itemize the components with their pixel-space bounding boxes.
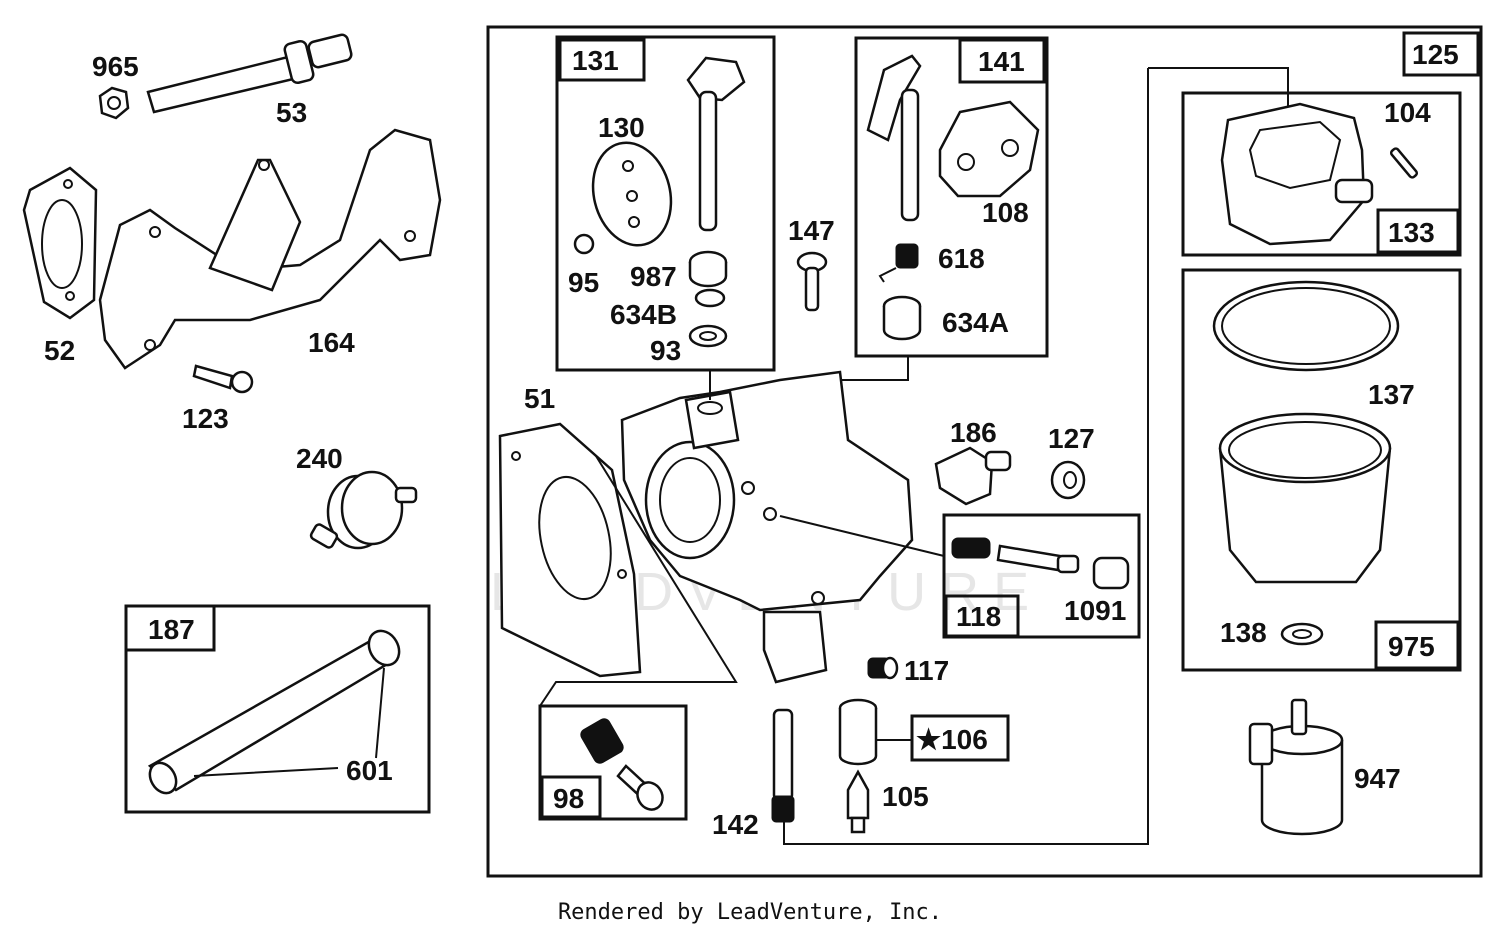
box-131-tag [558, 38, 646, 82]
box-label-133: 133 [1388, 217, 1435, 248]
label-105: 105 [882, 781, 929, 812]
lead-141 [840, 356, 909, 381]
part-147-screw[interactable] [796, 251, 828, 312]
label-634A: 634A [942, 307, 1009, 338]
label-618: 618 [938, 243, 985, 274]
part-240-fuel-filter[interactable] [309, 470, 418, 550]
part-52-gasket[interactable] [22, 166, 98, 320]
part-634A-seal[interactable] [882, 295, 922, 341]
box-label-131: 131 [572, 45, 619, 76]
part-130-throttle-plate[interactable] [583, 134, 682, 253]
label-1091: 1091 [1064, 595, 1126, 626]
box-141-tag [958, 38, 1046, 84]
label-138: 138 [1220, 617, 1267, 648]
label-142: 142 [712, 809, 759, 840]
part-108-choke-plate[interactable] [938, 100, 1040, 198]
label-108: 108 [982, 197, 1029, 228]
label-601: 601 [346, 755, 393, 786]
part-95-screw[interactable] [573, 233, 595, 255]
lead-bracket-side [783, 68, 1149, 845]
part-123-screw[interactable] [192, 364, 254, 394]
part-choke-shaft[interactable] [866, 54, 922, 222]
box-label-187: 187 [148, 614, 195, 645]
box-133-frame [1181, 91, 1462, 257]
part-965-nut[interactable] [98, 86, 130, 120]
part-137-gasket-ring[interactable] [1212, 280, 1400, 372]
box-125-frame [486, 25, 1483, 878]
part-133-float[interactable] [1220, 102, 1374, 246]
part-138-washer[interactable] [1280, 622, 1324, 646]
box-131-frame [555, 35, 776, 372]
box-975-frame [1181, 268, 1462, 672]
part-throttle-shaft[interactable] [686, 56, 746, 232]
part-947-solenoid[interactable] [1248, 698, 1344, 836]
label-240: 240 [296, 443, 343, 474]
label-186: 186 [950, 417, 997, 448]
part-975-float-bowl[interactable] [1218, 412, 1392, 584]
label-965: 965 [92, 51, 139, 82]
part-93-seal[interactable] [688, 324, 728, 348]
box-133-tag [1376, 208, 1460, 254]
label-987: 987 [630, 261, 677, 292]
label-130: 130 [598, 112, 645, 143]
label-137: 137 [1368, 379, 1415, 410]
label-52: 52 [44, 335, 75, 366]
label-164: 164 [308, 327, 355, 358]
box-label-141: 141 [978, 46, 1025, 77]
part-carburetor-body[interactable] [620, 370, 914, 684]
box-187-tag [124, 604, 216, 652]
part-98-spring-screw[interactable] [579, 717, 668, 815]
box-106-frame [910, 714, 1010, 762]
part-127-washer[interactable] [1050, 460, 1086, 500]
lead-118 [779, 515, 945, 557]
part-118-idle-screw[interactable] [951, 537, 1080, 574]
label-53: 53 [276, 97, 307, 128]
label-117: 117 [904, 655, 949, 686]
label-947: 947 [1354, 763, 1401, 794]
box-label-125: 125 [1412, 39, 1459, 70]
part-186-elbow[interactable] [934, 446, 1012, 506]
lead-bracket-98 [539, 455, 738, 707]
part-634B-washer[interactable] [694, 288, 726, 308]
box-98-tag [540, 775, 602, 819]
label-127: 127 [1048, 423, 1095, 454]
part-618-spring[interactable] [878, 243, 919, 283]
box-141-frame [854, 36, 1049, 358]
label-147: 147 [788, 215, 835, 246]
part-51-gasket[interactable] [498, 422, 642, 678]
box-label-975: 975 [1388, 631, 1435, 662]
part-106-seat[interactable] [838, 698, 878, 766]
label-51: 51 [524, 383, 555, 414]
box-187-frame [124, 604, 431, 814]
label-634B: 634B [610, 299, 677, 330]
label-95: 95 [568, 267, 599, 298]
box-118-frame [942, 513, 1141, 639]
box-label-118: 118 [956, 601, 1001, 632]
box-125-tag [1402, 31, 1480, 77]
box-label-106: ★106 [916, 724, 988, 755]
box-975-tag [1374, 620, 1460, 670]
box-98-frame [538, 704, 688, 821]
box-118-tag [944, 594, 1020, 638]
part-104-pin[interactable] [1389, 147, 1419, 179]
footer-credit: Rendered by LeadVenture, Inc. [557, 900, 943, 925]
label-104: 104 [1384, 97, 1431, 128]
lead-601 [193, 667, 385, 777]
part-117-spring[interactable] [867, 656, 899, 680]
part-601-clamps-hose[interactable] [145, 625, 406, 797]
part-105-needle[interactable] [846, 769, 870, 834]
part-987-seal[interactable] [688, 250, 728, 288]
part-142-main-jet[interactable] [771, 708, 795, 823]
part-1091-cap[interactable] [1092, 556, 1130, 590]
box-label-98: 98 [553, 783, 584, 814]
part-164-manifold[interactable] [98, 128, 442, 370]
part-53-tube[interactable] [146, 33, 353, 114]
label-93: 93 [650, 335, 681, 366]
label-123: 123 [182, 403, 229, 434]
